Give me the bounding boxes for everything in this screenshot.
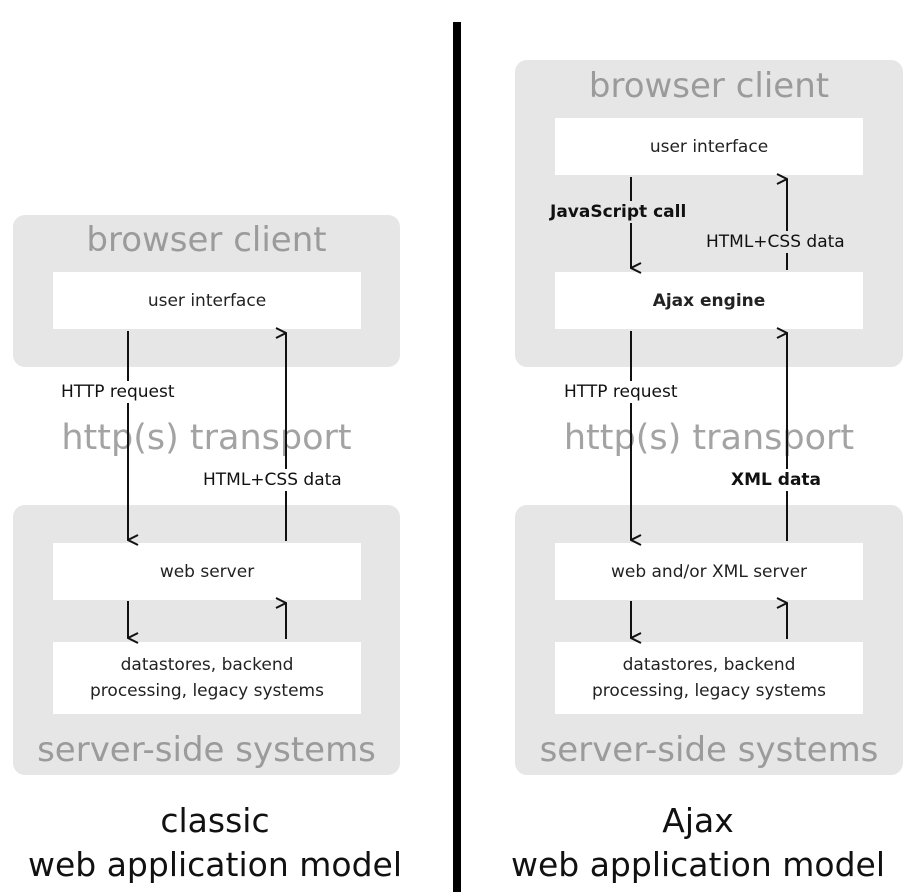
ajax-datastores-line2: processing, legacy systems bbox=[592, 681, 826, 701]
classic-datastores-box: datastores, backend processing, legacy s… bbox=[53, 642, 361, 714]
ajax-user-interface-box: user interface bbox=[555, 118, 863, 175]
ajax-http-request-label: HTTP request bbox=[561, 381, 681, 403]
ajax-html-css-data-label: HTML+CSS data bbox=[703, 231, 848, 253]
classic-browser-client-label: browser client bbox=[86, 220, 327, 260]
classic-web-server-box: web server bbox=[53, 543, 361, 600]
ajax-javascript-call-label: JavaScript call bbox=[547, 201, 690, 223]
classic-caption-line2: web application model bbox=[27, 845, 402, 884]
classic-transport-label: http(s) transport bbox=[61, 418, 352, 458]
ajax-transport-label: http(s) transport bbox=[563, 418, 855, 458]
ajax-xml-data-label: XML data bbox=[728, 469, 825, 491]
ajax-datastores-box: datastores, backend processing, legacy s… bbox=[555, 642, 863, 714]
center-divider bbox=[453, 22, 461, 892]
ajax-browser-client-label: browser client bbox=[588, 66, 830, 106]
ajax-engine-box: Ajax engine bbox=[555, 272, 863, 329]
classic-caption-line1: classic bbox=[160, 801, 270, 840]
ajax-datastores-line1: datastores, backend bbox=[622, 655, 796, 675]
classic-datastores-line2: processing, legacy systems bbox=[90, 681, 324, 701]
classic-server-side-label: server-side systems bbox=[37, 730, 376, 770]
ajax-web-server-box: web and/or XML server bbox=[555, 543, 863, 600]
classic-html-css-data-label: HTML+CSS data bbox=[200, 469, 345, 491]
ajax-caption-line1: Ajax bbox=[662, 801, 734, 840]
classic-http-request-label: HTTP request bbox=[58, 381, 178, 403]
ajax-caption-line2: web application model bbox=[510, 845, 885, 884]
ajax-server-side-label: server-side systems bbox=[539, 730, 879, 770]
classic-datastores-line1: datastores, backend bbox=[120, 655, 294, 675]
classic-user-interface-box: user interface bbox=[53, 272, 361, 329]
